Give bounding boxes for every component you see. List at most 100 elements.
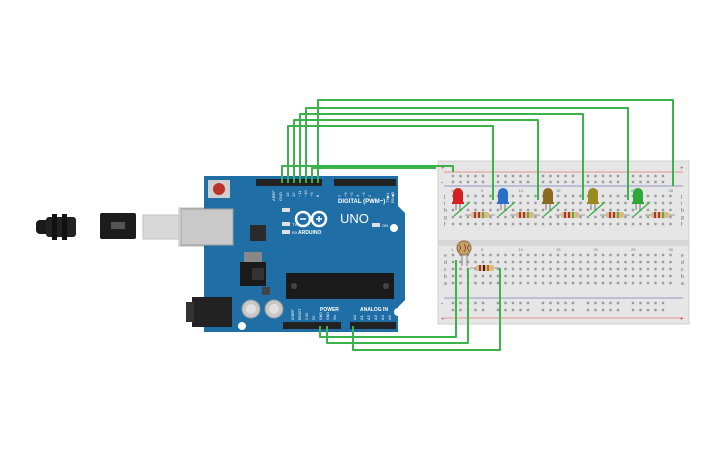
breadboard-hole[interactable]: [519, 281, 522, 285]
breadboard-hole[interactable]: [459, 301, 462, 305]
breadboard-hole[interactable]: [586, 208, 590, 212]
breadboard-hole[interactable]: [526, 194, 530, 198]
breadboard-hole[interactable]: [639, 301, 642, 305]
breadboard-hole[interactable]: [571, 260, 575, 264]
breadboard-hole[interactable]: [534, 201, 537, 205]
jumper-wire[interactable]: [317, 99, 674, 186]
breadboard-hole[interactable]: [451, 208, 455, 212]
breadboard-hole[interactable]: [609, 194, 612, 198]
breadboard-hole[interactable]: [579, 222, 582, 226]
breadboard-hole[interactable]: [541, 253, 545, 257]
breadboard-hole[interactable]: [466, 215, 470, 219]
breadboard-hole[interactable]: [646, 253, 650, 257]
breadboard-hole[interactable]: [519, 208, 522, 212]
breadboard-hole[interactable]: [579, 274, 582, 278]
breadboard-hole[interactable]: [451, 281, 455, 285]
breadboard-hole[interactable]: [511, 260, 515, 264]
breadboard-hole[interactable]: [579, 281, 582, 285]
breadboard-hole[interactable]: [526, 281, 530, 285]
breadboard-hole[interactable]: [624, 208, 627, 212]
breadboard-hole[interactable]: [549, 301, 552, 305]
breadboard-hole[interactable]: [549, 174, 552, 178]
breadboard-hole[interactable]: [519, 201, 522, 205]
breadboard-hole[interactable]: [586, 215, 590, 219]
breadboard-hole[interactable]: [661, 174, 665, 178]
breadboard-hole[interactable]: [549, 260, 552, 264]
breadboard-hole[interactable]: [654, 201, 657, 205]
breadboard-hole[interactable]: [481, 180, 485, 184]
breadboard-hole[interactable]: [609, 222, 612, 226]
breadboard-hole[interactable]: [639, 260, 642, 264]
breadboard-hole[interactable]: [519, 174, 522, 178]
breadboard-hole[interactable]: [571, 194, 575, 198]
arduino-board[interactable]: TX RX ON UNO ARDUINO DIGITAL (PWM~) AREF…: [180, 176, 405, 332]
breadboard-hole[interactable]: [504, 281, 507, 285]
breadboard-hole[interactable]: [601, 194, 605, 198]
breadboard-hole[interactable]: [556, 215, 560, 219]
breadboard-hole[interactable]: [601, 281, 605, 285]
breadboard-hole[interactable]: [646, 301, 650, 305]
breadboard-hole[interactable]: [601, 215, 605, 219]
resistor[interactable]: [465, 212, 495, 218]
breadboard-hole[interactable]: [586, 281, 590, 285]
breadboard-hole[interactable]: [586, 267, 590, 271]
breadboard-hole[interactable]: [579, 194, 582, 198]
breadboard-hole[interactable]: [474, 201, 477, 205]
breadboard-hole[interactable]: [459, 180, 462, 184]
breadboard-hole[interactable]: [489, 201, 492, 205]
breadboard-hole[interactable]: [556, 308, 560, 312]
breadboard-hole[interactable]: [669, 260, 672, 264]
breadboard-hole[interactable]: [511, 253, 515, 257]
breadboard-hole[interactable]: [511, 274, 515, 278]
breadboard-hole[interactable]: [639, 267, 642, 271]
breadboard-hole[interactable]: [564, 301, 567, 305]
breadboard-hole[interactable]: [646, 308, 650, 312]
breadboard-hole[interactable]: [594, 301, 597, 305]
breadboard-hole[interactable]: [496, 253, 500, 257]
breadboard-hole[interactable]: [601, 174, 605, 178]
jumper-wire[interactable]: [287, 125, 494, 200]
breadboard-hole[interactable]: [571, 208, 575, 212]
breadboard-hole[interactable]: [601, 222, 605, 226]
jumper-wire[interactable]: [326, 268, 469, 344]
breadboard-hole[interactable]: [541, 222, 545, 226]
jumper-wire[interactable]: [352, 268, 501, 351]
breadboard-hole[interactable]: [474, 267, 477, 271]
breadboard-hole[interactable]: [654, 180, 657, 184]
jumper-wire[interactable]: [319, 260, 457, 338]
breadboard-hole[interactable]: [669, 253, 672, 257]
breadboard-hole[interactable]: [571, 301, 575, 305]
breadboard-hole[interactable]: [504, 174, 507, 178]
breadboard-hole[interactable]: [466, 208, 470, 212]
breadboard-hole[interactable]: [609, 208, 612, 212]
breadboard-hole[interactable]: [541, 215, 545, 219]
breadboard-hole[interactable]: [594, 215, 597, 219]
breadboard-hole[interactable]: [579, 267, 582, 271]
breadboard-hole[interactable]: [586, 180, 590, 184]
breadboard-hole[interactable]: [474, 308, 477, 312]
breadboard-hole[interactable]: [639, 180, 642, 184]
breadboard-hole[interactable]: [624, 253, 627, 257]
breadboard-hole[interactable]: [459, 308, 462, 312]
breadboard-hole[interactable]: [534, 274, 537, 278]
breadboard-hole[interactable]: [646, 274, 650, 278]
breadboard-hole[interactable]: [646, 194, 650, 198]
breadboard-hole[interactable]: [661, 301, 665, 305]
breadboard-hole[interactable]: [534, 215, 537, 219]
breadboard-hole[interactable]: [571, 174, 575, 178]
breadboard-hole[interactable]: [586, 222, 590, 226]
breadboard-hole[interactable]: [511, 194, 515, 198]
breadboard-hole[interactable]: [646, 180, 650, 184]
breadboard-hole[interactable]: [616, 194, 620, 198]
resistor[interactable]: [510, 212, 540, 218]
breadboard-hole[interactable]: [474, 208, 477, 212]
breadboard-hole[interactable]: [489, 260, 492, 264]
breadboard-hole[interactable]: [631, 215, 635, 219]
breadboard-hole[interactable]: [474, 180, 477, 184]
breadboard-hole[interactable]: [669, 274, 672, 278]
breadboard-hole[interactable]: [624, 267, 627, 271]
breadboard-hole[interactable]: [556, 180, 560, 184]
breadboard-hole[interactable]: [594, 222, 597, 226]
resistor-group[interactable]: [465, 212, 675, 218]
breadboard-hole[interactable]: [556, 194, 560, 198]
